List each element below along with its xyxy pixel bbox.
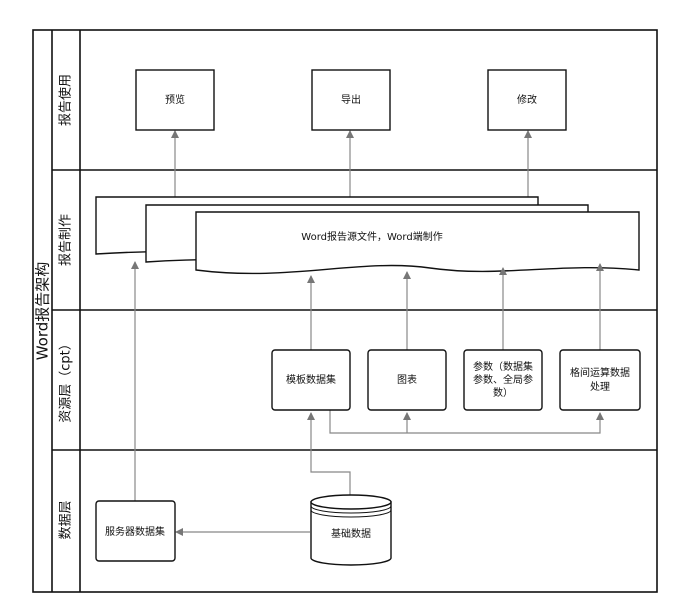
cell-calc-label-line-2: 处理 (590, 381, 610, 393)
chart-box (367, 349, 447, 411)
modify-box (487, 69, 567, 131)
params-box (463, 349, 543, 411)
arrow-base-to-template (307, 412, 351, 495)
chart-label: 图表 (397, 373, 417, 386)
word-source-file-label: Word报告源文件，Word端制作 (301, 230, 442, 243)
diagram-title: Word报告架构 (34, 262, 52, 361)
template-dataset-box (271, 349, 351, 411)
params-label-line-1: 参数（数据集 (473, 360, 533, 373)
params-label-line-3: 数） (493, 386, 513, 399)
params-label-line-2: 参数、全局参 (473, 373, 533, 386)
server-dataset-label: 服务器数据集 (105, 525, 165, 538)
template-dataset-label: 模板数据集 (286, 373, 336, 386)
base-data-database-icon (310, 494, 392, 566)
base-data-label: 基础数据 (331, 527, 371, 540)
modify-label: 修改 (517, 93, 537, 106)
lane-label-making: 报告制作 (59, 214, 74, 266)
export-box (311, 69, 391, 131)
server-dataset-box (95, 500, 176, 562)
lane-label-data: 数据层 (59, 500, 74, 539)
preview-box (135, 69, 215, 131)
export-label: 导出 (341, 93, 361, 106)
preview-label: 预览 (165, 93, 185, 106)
cell-calc-box (559, 349, 641, 411)
connector-template-to-calc (329, 410, 604, 434)
cell-calc-label-line-1: 格间运算数据 (570, 366, 630, 379)
lane-label-usage: 报告使用 (58, 74, 74, 126)
document-shape-front (195, 211, 640, 275)
lane-label-resource: 资源层（cpt） (59, 337, 74, 423)
